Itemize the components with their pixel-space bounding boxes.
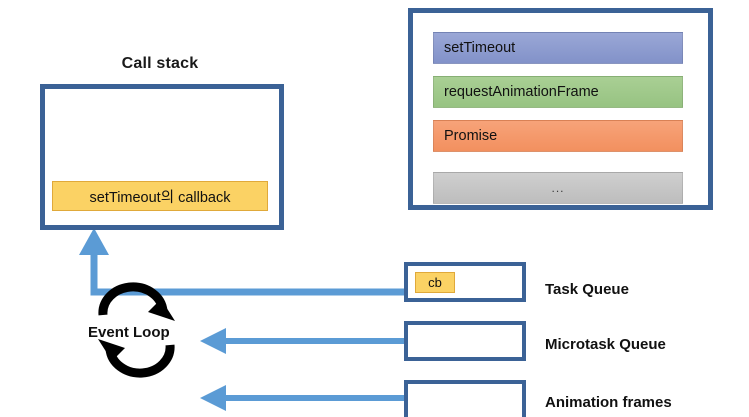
web-api-item-ellipsis: ... xyxy=(433,172,683,204)
animation-frames-arrow xyxy=(200,385,404,411)
microtask-queue-arrow xyxy=(200,328,404,354)
web-api-item-settimeout: setTimeout xyxy=(433,32,683,64)
task-queue-item-cb: cb xyxy=(415,272,455,293)
task-queue-label: Task Queue xyxy=(545,281,629,298)
event-loop-label: Event Loop xyxy=(88,324,170,341)
call-stack-title: Call stack xyxy=(121,55,199,72)
microtask-queue-label: Microtask Queue xyxy=(545,336,666,353)
task-queue-to-call-stack-arrow xyxy=(79,228,404,296)
animation-frames-queue-box xyxy=(404,380,526,417)
task-queue-box xyxy=(404,262,526,302)
call-stack-frame: setTimeout의 callback xyxy=(52,181,268,211)
animation-frames-queue-label: Animation frames xyxy=(545,394,672,411)
web-api-item-promise: Promise xyxy=(433,120,683,152)
web-api-item-requestanimationframe: requestAnimationFrame xyxy=(433,76,683,108)
microtask-queue-box xyxy=(404,321,526,361)
